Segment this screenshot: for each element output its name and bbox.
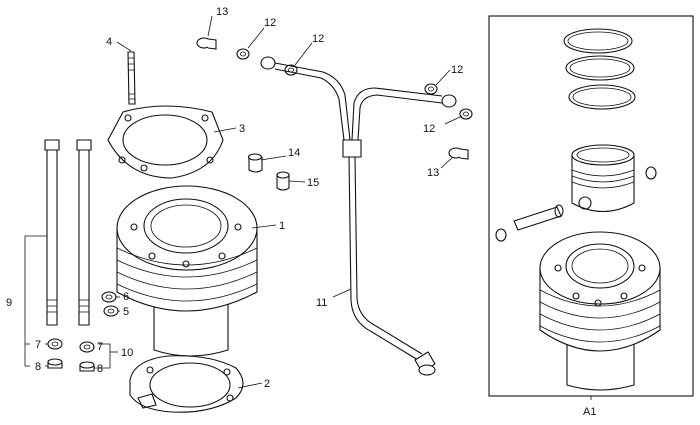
- dowel-15: [276, 171, 290, 191]
- callout-12-c: 12: [451, 64, 463, 76]
- callout-12-a: 12: [264, 17, 276, 29]
- cylinder-a1: [539, 231, 661, 391]
- piston-ring-set: [563, 28, 636, 110]
- dowel-14: [247, 153, 263, 173]
- base-gasket: [129, 355, 244, 413]
- callout-bracket-9: [24, 235, 47, 367]
- callout-12-d: 12: [423, 123, 435, 135]
- callout-11: 11: [316, 297, 327, 309]
- main-cylinder: [116, 185, 258, 357]
- callout-4: 4: [106, 36, 112, 48]
- long-bolt-right: [76, 139, 92, 326]
- banjo-bolt-top: [196, 37, 217, 50]
- long-bolt-left: [44, 139, 60, 326]
- callout-5: 5: [123, 306, 129, 318]
- circlip-left: [495, 228, 507, 242]
- callout-13-right: 13: [427, 167, 439, 179]
- washer-left: [47, 338, 63, 350]
- callout-14: 14: [288, 147, 300, 159]
- callout-6: 6: [123, 291, 129, 303]
- washer-right: [79, 341, 95, 353]
- washer-6: [101, 291, 117, 303]
- banjo-bolt-right: [448, 147, 469, 160]
- sealing-washer-1: [236, 48, 250, 60]
- circlip-right: [645, 166, 657, 180]
- callout-15: 15: [307, 177, 319, 189]
- callout-a1: A1: [583, 406, 596, 418]
- nut-right: [79, 361, 95, 372]
- piston-pin: [513, 204, 564, 231]
- oil-feed-pipe: [260, 56, 457, 376]
- callout-12-b: 12: [312, 33, 324, 45]
- callout-13-top: 13: [216, 6, 228, 18]
- nut-5: [103, 305, 119, 317]
- callout-8-right: 8: [97, 363, 103, 375]
- head-gasket: [107, 105, 224, 179]
- leader-lines: [45, 15, 592, 400]
- callout-3: 3: [239, 123, 245, 135]
- callout-7-left: 7: [35, 339, 41, 351]
- sealing-washer-4: [459, 108, 473, 120]
- callout-9: 9: [6, 297, 12, 309]
- callout-8-left: 8: [35, 361, 41, 373]
- callout-1: 1: [279, 220, 285, 232]
- sealing-washer-3: [424, 83, 438, 95]
- piston: [571, 144, 635, 212]
- callout-7-right: 7: [97, 341, 103, 353]
- cylinder-stud: [127, 51, 136, 105]
- callout-10: 10: [121, 347, 133, 359]
- callout-2: 2: [264, 378, 270, 390]
- callout-bracket-10: [95, 343, 118, 369]
- nut-left: [47, 358, 63, 369]
